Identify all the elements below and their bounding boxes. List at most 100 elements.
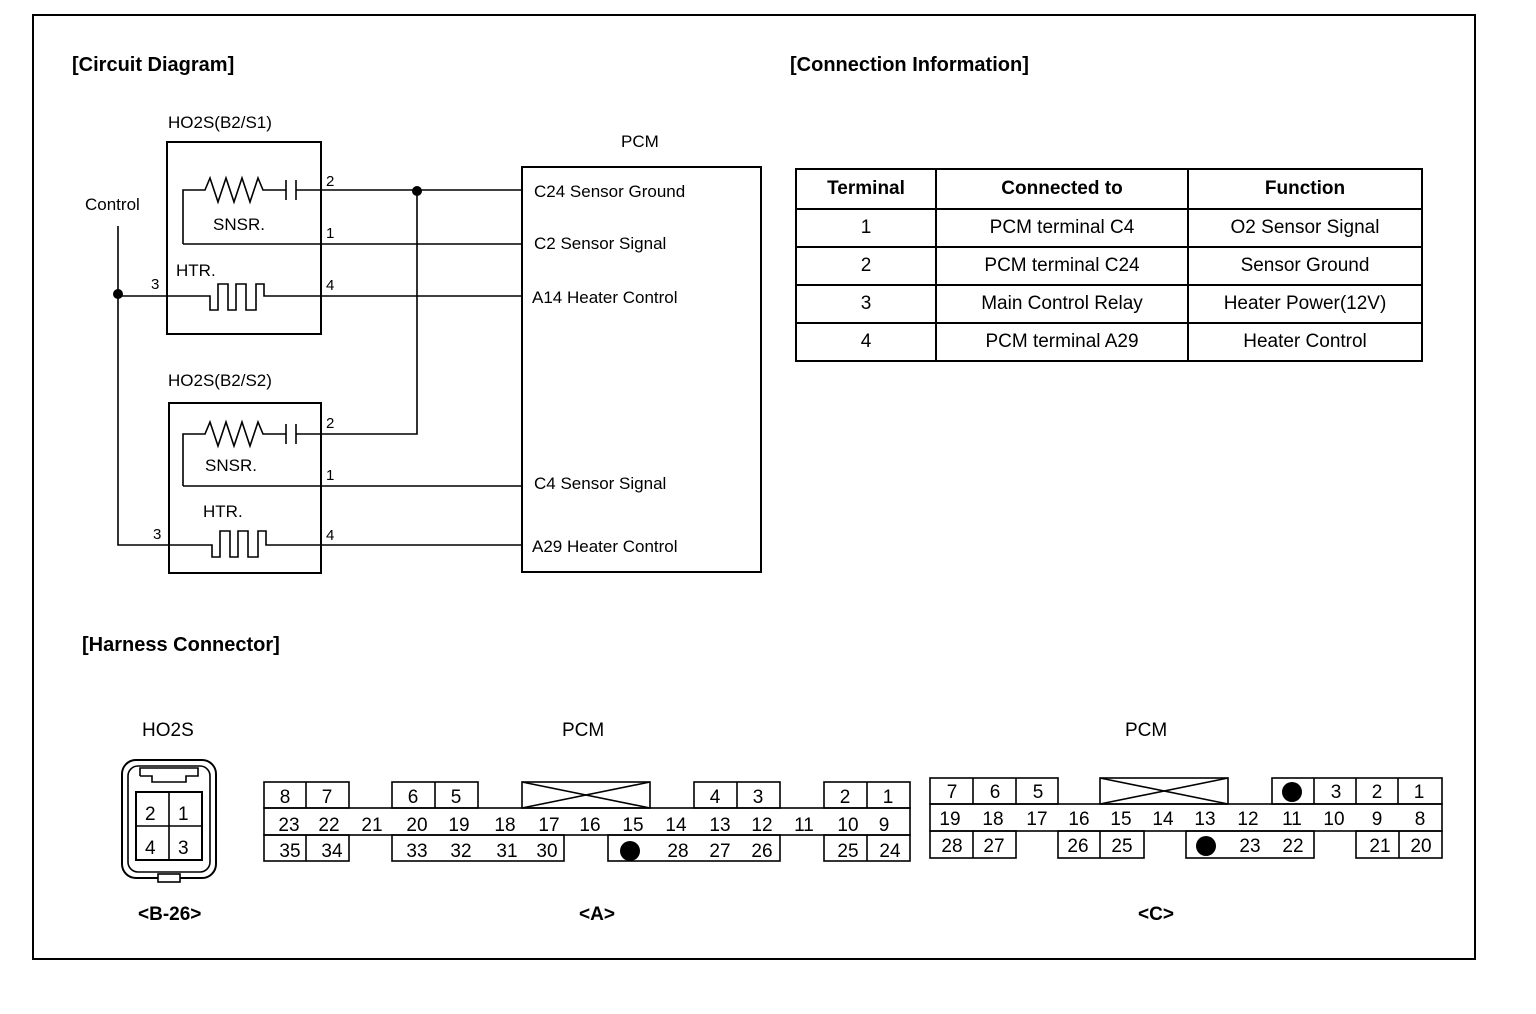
connector-pin-number: 13 [1194,809,1215,830]
connector-pin-number: 19 [939,809,960,830]
connector-pin-number: 33 [406,841,427,862]
connector-pin-number: 32 [450,841,471,862]
terminal-cell: 2 [795,246,937,286]
pcm-c-tag: <C> [1138,904,1174,925]
connector-pin-number: 20 [406,815,427,836]
connector-pin-number: 8 [1415,809,1426,830]
connector-pin-number: 13 [709,815,730,836]
connector-pin-number: 14 [1152,809,1174,830]
table-row: 3 Main Control Relay Heater Power(12V) [795,284,1423,324]
connector-pin-number: 12 [1237,809,1258,830]
connected-to-cell: Main Control Relay [935,284,1189,324]
terminal-cell: 4 [795,322,937,362]
connector-pin-number: 22 [1282,836,1303,857]
table-header-row: Terminal Connected to Function [795,168,1423,210]
connector-pin-number: 18 [982,809,1003,830]
pcm-pin-c24: C24 Sensor Ground [534,182,685,201]
pcm-title: PCM [621,132,659,151]
ho2s-connector-tag: <B-26> [138,904,201,925]
connector-key-dot [1282,782,1302,802]
connector-pin-number: 8 [280,787,291,808]
ho2s-pin-3: 3 [178,838,189,859]
function-cell: O2 Sensor Signal [1187,208,1423,248]
connector-pin-number: 26 [751,841,772,862]
pcm-c-connector [929,777,1443,859]
circuit-diagram-heading: [Circuit Diagram] [72,54,235,76]
connector-pin-number: 2 [840,787,851,808]
control-label: Control [85,195,140,214]
terminal-cell: 3 [795,284,937,324]
header-terminal: Terminal [795,168,937,210]
control-wire [117,226,169,546]
connector-pin-number: 15 [622,815,643,836]
connector-pin-number: 28 [941,836,962,857]
connector-pin-number: 10 [1323,809,1344,830]
connector-pin-number: 18 [494,815,515,836]
connector-pin-number: 6 [990,782,1001,803]
connector-pin-number: 12 [751,815,772,836]
s1-pin-1: 1 [326,225,334,242]
terminal-cell: 1 [795,208,937,248]
pcm-pin-c2: C2 Sensor Signal [534,234,666,253]
wire-ground-link [321,190,418,435]
s1-pin-4: 4 [326,277,334,294]
control-junction-dot [113,289,123,299]
sensor1-heater-element [167,283,321,311]
connection-table: Terminal Connected to Function 1 PCM ter… [795,168,1423,362]
sensor1-box [166,141,322,335]
sensor2-heater-element [169,530,321,558]
pcm-a-title: PCM [562,720,604,741]
connector-pin-number: 27 [709,841,730,862]
connector-pin-number: 1 [1414,782,1425,803]
sensor1-title: HO2S(B2/S1) [168,113,272,132]
connector-pin-number: 25 [1111,836,1132,857]
connector-key-dot [1196,836,1216,856]
connected-to-cell: PCM terminal C4 [935,208,1189,248]
pcm-c-title: PCM [1125,720,1167,741]
connector-pin-number: 5 [451,787,462,808]
connector-pin-number: 25 [837,841,858,862]
s1-pin-3: 3 [151,276,159,293]
connector-pin-number: 24 [879,841,901,862]
ho2s-connector-title: HO2S [142,720,194,741]
connector-pin-number: 27 [983,836,1004,857]
pcm-a-tag: <A> [579,904,615,925]
connection-info-heading: [Connection Information] [790,54,1029,76]
connector-pin-number: 15 [1110,809,1131,830]
pcm-pin-a14: A14 Heater Control [532,288,678,307]
connector-pin-number: 9 [879,815,890,836]
connector-pin-number: 1 [883,787,894,808]
connector-pin-number: 11 [1282,809,1302,830]
connector-pin-number: 34 [321,841,343,862]
connector-pin-number: 7 [947,782,958,803]
table-row: 4 PCM terminal A29 Heater Control [795,322,1423,362]
connector-pin-number: 20 [1410,836,1431,857]
connector-pin-number: 16 [1068,809,1089,830]
s2-pin-2: 2 [326,415,334,432]
connector-pin-number: 19 [448,815,469,836]
connector-pin-number: 5 [1033,782,1044,803]
connector-pin-number: 21 [1369,836,1390,857]
connector-pin-number: 21 [361,815,382,836]
table-row: 1 PCM terminal C4 O2 Sensor Signal [795,208,1423,248]
connector-pin-number: 35 [279,841,300,862]
connector-pin-number: 9 [1372,809,1383,830]
connector-pin-number: 22 [318,815,339,836]
connector-pin-number: 31 [496,841,517,862]
sensor1-snsr-element [182,175,321,245]
header-connected-to: Connected to [935,168,1189,210]
connector-pin-number: 3 [753,787,764,808]
ho2s-pin-4: 4 [145,838,156,859]
connector-pin-number: 11 [794,815,814,836]
connector-pin-number: 17 [538,815,559,836]
connected-to-cell: PCM terminal A29 [935,322,1189,362]
pcm-pin-a29: A29 Heater Control [532,537,678,556]
connector-pin-number: 17 [1026,809,1047,830]
connector-pin-number: 26 [1067,836,1088,857]
connector-pin-number: 28 [667,841,688,862]
connected-to-cell: PCM terminal C24 [935,246,1189,286]
ground-junction-dot [412,186,422,196]
s1-pin-2: 2 [326,173,334,190]
